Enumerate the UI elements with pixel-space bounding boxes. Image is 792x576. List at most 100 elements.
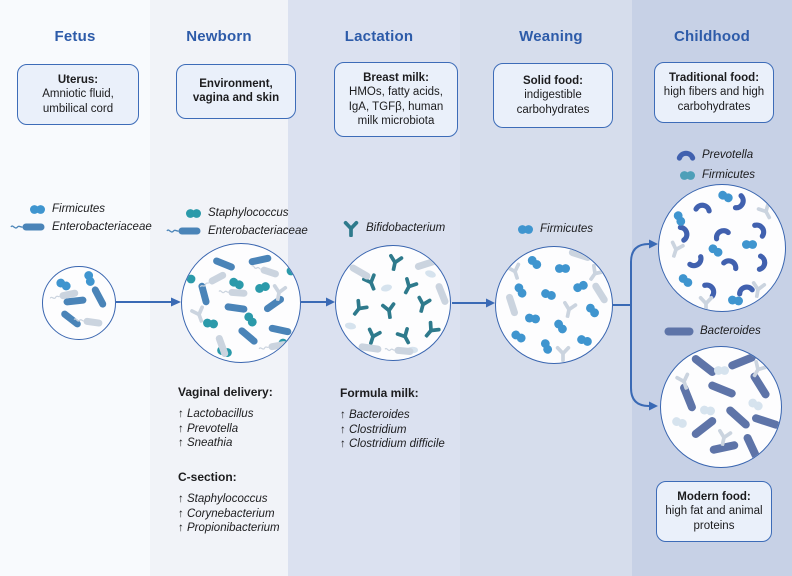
legend-label: Enterobacteriaceae <box>208 225 308 237</box>
legend-label: Firmicutes <box>540 223 594 235</box>
legend-childhood-prevotella: Prevotella <box>670 146 753 164</box>
cocci2-shape <box>698 404 716 417</box>
flag-shape <box>48 288 79 303</box>
y-shape <box>748 280 769 300</box>
breast-milk-box-body: HMOs, fatty acids, IgA, TGFβ, human milk… <box>348 86 444 127</box>
y-shape <box>665 239 687 261</box>
y-shape <box>583 261 607 285</box>
list-item: ↑ Clostridium <box>340 423 407 436</box>
y-shape <box>359 271 382 294</box>
formula-milk-list: ↑ Bacteroides ↑ Clostridium ↑ Clostridiu… <box>340 408 445 452</box>
environment-box-title: Environment, vagina and skin <box>192 78 280 105</box>
lrod-shape <box>708 440 739 455</box>
legend-label: Enterobacteriaceae <box>52 221 152 233</box>
modern-food-box-title: Modern food: <box>677 491 751 503</box>
breast-milk-box-title: Breast milk: <box>363 72 429 84</box>
list-item: ↑ Staphylococcus <box>178 493 268 505</box>
fetus-microbiota-circle <box>42 266 116 340</box>
flag-shape <box>249 262 280 280</box>
crescent-shape <box>731 191 750 214</box>
crescent-shape <box>700 277 721 300</box>
crescent-shape <box>709 223 732 243</box>
y-shape <box>697 295 715 311</box>
legend-label: Firmicutes <box>702 169 756 181</box>
y-shape <box>347 296 372 320</box>
flag-shape <box>257 339 288 353</box>
oval-shape <box>379 282 394 293</box>
y-shape <box>397 275 421 298</box>
weaning-microbiota-circle <box>495 246 613 364</box>
solid-food-box: Solid food: indigestible carbohydrates <box>493 63 613 128</box>
list-item: ↑ Bacteroides <box>340 409 410 421</box>
y-shape <box>362 326 384 348</box>
cocci2-shape <box>201 317 219 330</box>
y-shape <box>393 325 417 348</box>
rod-shape <box>224 302 249 313</box>
rod-shape <box>211 256 236 272</box>
y-shape <box>412 294 434 315</box>
enterobacteriaceae-icon <box>164 226 202 236</box>
cocci2-shape <box>670 415 690 431</box>
solid-food-box-title: Solid food: <box>522 75 584 87</box>
prevotella-icon <box>670 149 696 161</box>
cocci2-shape <box>551 316 570 336</box>
modern-food-box-body: high fat and animal proteins <box>665 505 763 532</box>
legend-newborn-enterobacteriaceae: Enterobacteriaceae <box>164 222 308 240</box>
cocci2-shape <box>508 327 528 345</box>
y-shape <box>713 427 734 447</box>
flag-shape <box>198 269 229 291</box>
rod-shape <box>504 292 519 317</box>
traditional-food-box-title: Traditional food: <box>668 72 760 84</box>
firmicutes-icon <box>510 224 534 235</box>
bacteroides-icon <box>658 327 694 336</box>
rod-shape <box>413 256 438 271</box>
vaginal-delivery-title: Vaginal delivery: <box>178 385 273 399</box>
cocci2-shape <box>745 396 765 414</box>
lrod-shape <box>726 352 757 372</box>
legend-label: Staphylococcus <box>208 207 289 219</box>
c-section-list: ↑ Staphylococcus ↑ Corynebacterium ↑ Pro… <box>178 492 280 536</box>
legend-label: Prevotella <box>702 149 754 161</box>
legend-label: Bifidobacterium <box>366 222 446 234</box>
cocci2-shape <box>726 294 744 307</box>
rod-shape <box>197 281 211 306</box>
uterus-box-body: Amniotic fluid, umbilical cord <box>42 88 114 115</box>
lrod-shape <box>748 370 772 400</box>
rod-shape <box>358 342 383 353</box>
bifidobacterium-icon <box>338 220 360 237</box>
breast-milk-box: Breast milk: HMOs, fatty acids, IgA, TGF… <box>334 62 458 137</box>
list-item: ↑ Sneathia <box>178 437 233 450</box>
oval-shape <box>343 321 357 331</box>
cocci2-shape <box>675 271 695 290</box>
legend-childhood-bacteroides: Bacteroides <box>658 322 761 340</box>
y-shape <box>384 252 405 272</box>
cocci2-shape <box>671 208 688 228</box>
rod-shape <box>90 285 108 310</box>
cocci2-shape <box>705 241 725 260</box>
rod-shape <box>567 247 592 262</box>
vaginal-delivery-list: ↑ Lactobacillus ↑ Prevotella ↑ Sneathia <box>178 407 253 451</box>
cocci2-shape <box>539 287 559 303</box>
staphylococcus-icon <box>164 208 202 219</box>
rod-shape <box>348 263 373 282</box>
list-item: ↑ Prevotella <box>178 422 239 435</box>
crescent-shape <box>756 253 770 274</box>
coccus-shape <box>286 266 296 276</box>
formula-milk-title: Formula milk: <box>340 386 419 400</box>
lrod-shape <box>706 380 737 400</box>
newborn-microbiota-circle <box>181 243 301 363</box>
cocci2-shape <box>554 263 571 274</box>
flag-shape <box>73 315 104 328</box>
cocci2-shape <box>226 275 246 292</box>
y-shape <box>504 261 526 283</box>
crescent-shape <box>750 217 771 240</box>
list-item: ↑ Lactobacillus <box>178 408 254 420</box>
y-shape <box>746 358 770 382</box>
rod-shape <box>236 325 260 347</box>
cocci2-shape <box>741 239 758 250</box>
stage-header-weaning: Weaning <box>519 28 583 45</box>
cocci2-shape <box>82 269 97 288</box>
legend-lactation-bifidobacterium: Bifidobacterium <box>338 219 445 237</box>
cocci2-shape <box>715 188 735 205</box>
